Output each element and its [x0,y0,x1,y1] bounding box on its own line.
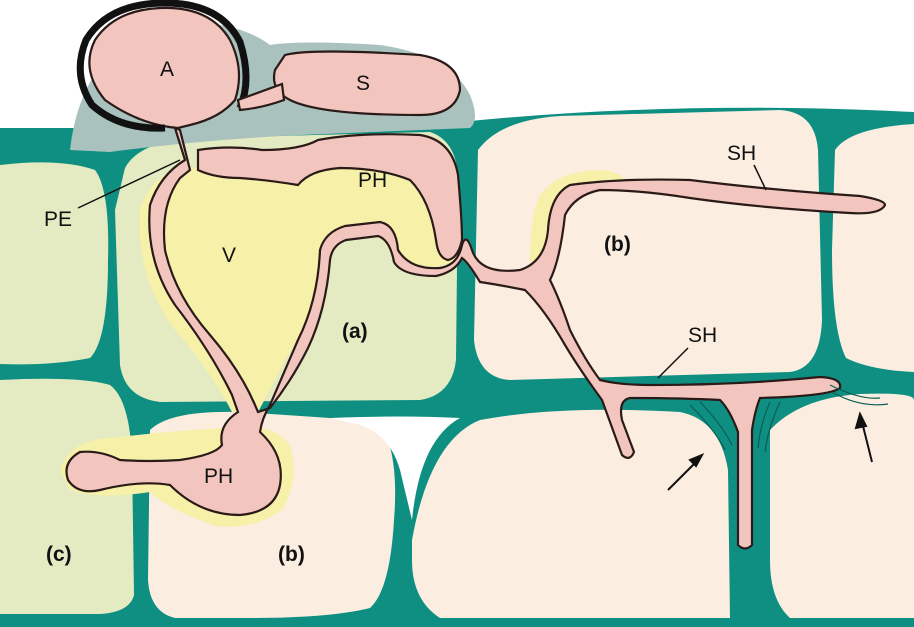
cell-c [0,379,134,614]
cell-b-right [474,110,822,380]
cell-lower-middle [412,410,730,618]
label-penetration-peg: PE [44,208,72,231]
label-appressorium: A [160,58,174,81]
label-vesicle: V [222,244,236,267]
label-cell-b-lower: (b) [278,543,305,566]
label-spore: S [356,72,370,95]
cell-lower-right [770,394,914,618]
label-cell-a: (a) [342,320,368,343]
cell-left-top [0,162,108,364]
label-cell-b-right: (b) [604,233,631,256]
label-cell-c: (c) [46,543,72,566]
cell-far-right [832,124,914,372]
label-secondary-hypha-lower: SH [688,324,717,347]
label-secondary-hypha-upper: SH [727,142,756,165]
label-primary-hypha-upper: PH [358,169,387,192]
label-primary-hypha-lower: PH [204,465,233,488]
